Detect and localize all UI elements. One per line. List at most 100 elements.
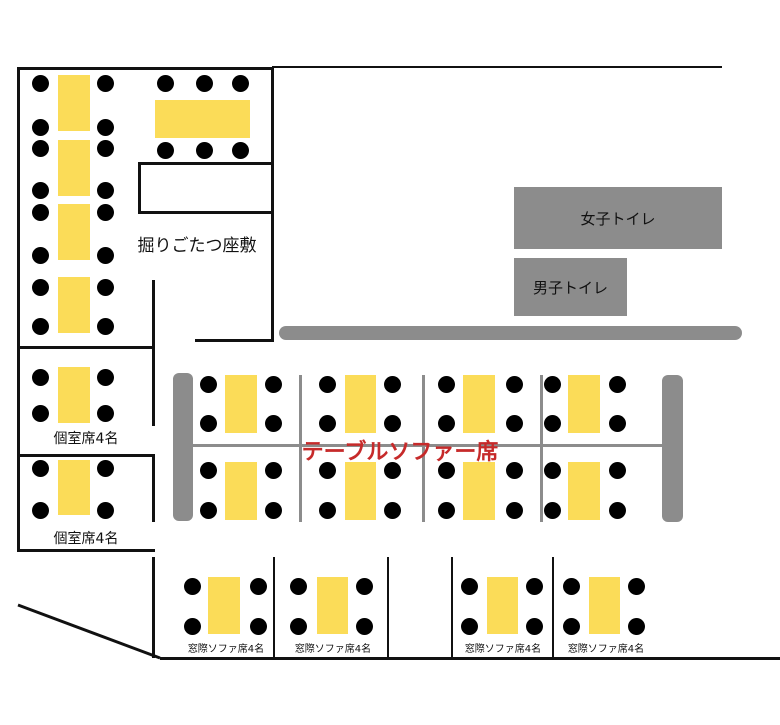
chair [319, 462, 336, 479]
table-sofa-label: テーブルソファー席 [301, 440, 499, 465]
table [58, 140, 90, 196]
chair [461, 618, 478, 635]
table [58, 204, 90, 260]
chair [200, 462, 217, 479]
chair [265, 415, 282, 432]
wall [152, 280, 155, 426]
window-sofa-label: 窓際ソファ席4名 [567, 644, 645, 655]
table [58, 367, 90, 423]
table [463, 375, 495, 433]
chair [438, 462, 455, 479]
chair [97, 369, 114, 386]
table [225, 375, 257, 433]
chair [32, 405, 49, 422]
chair [232, 75, 249, 92]
chair [290, 618, 307, 635]
chair [319, 415, 336, 432]
chair [200, 415, 217, 432]
mens-toilet-label: 男子トイレ [532, 278, 608, 297]
table [487, 577, 518, 634]
chair [544, 415, 561, 432]
chair [97, 119, 114, 136]
chair [506, 415, 523, 432]
chair [384, 376, 401, 393]
womens-toilet: 女子トイレ [514, 187, 722, 249]
chair [97, 75, 114, 92]
chair [184, 618, 201, 635]
chair [32, 75, 49, 92]
counter-bar [279, 326, 742, 340]
chair [628, 618, 645, 635]
chair [319, 502, 336, 519]
chair [250, 618, 267, 635]
chair [97, 247, 114, 264]
table [208, 577, 240, 634]
window-sofa-label: 窓際ソファ席4名 [464, 644, 542, 655]
wall [18, 67, 272, 70]
chair [290, 578, 307, 595]
chair [609, 415, 626, 432]
wall [152, 557, 155, 658]
chair [628, 578, 645, 595]
wall [451, 557, 453, 657]
womens-toilet-label: 女子トイレ [580, 209, 656, 228]
wall [273, 557, 275, 657]
table [225, 462, 257, 520]
chair [544, 376, 561, 393]
chair [200, 376, 217, 393]
chair [184, 578, 201, 595]
chair [97, 140, 114, 157]
chair [97, 182, 114, 199]
wall [18, 346, 155, 349]
wall [152, 454, 155, 522]
chair [97, 204, 114, 221]
wall [138, 211, 272, 214]
chair [97, 405, 114, 422]
window-sofa-label: 窓際ソファ席4名 [187, 644, 265, 655]
horigotatsu-label: 掘りごたつ座敷 [137, 236, 257, 256]
chair [97, 502, 114, 519]
chair [319, 376, 336, 393]
chair [506, 376, 523, 393]
mens-toilet: 男子トイレ [514, 258, 627, 316]
chair [609, 376, 626, 393]
window-sofa-label: 窓際ソファ席4名 [294, 644, 372, 655]
chair [32, 247, 49, 264]
chair [384, 415, 401, 432]
chair [461, 578, 478, 595]
partition [540, 375, 543, 522]
chair [526, 618, 543, 635]
chair [157, 75, 174, 92]
wall [195, 339, 274, 342]
table [345, 462, 376, 520]
chair [32, 318, 49, 335]
chair [250, 578, 267, 595]
wall [17, 67, 20, 552]
chair [563, 578, 580, 595]
chair [438, 415, 455, 432]
wall [387, 557, 389, 657]
chair [200, 502, 217, 519]
wall [138, 162, 141, 213]
wall [138, 162, 272, 165]
wall [18, 549, 155, 552]
table [463, 462, 495, 520]
chair [32, 460, 49, 477]
wall [552, 557, 554, 657]
chair [544, 502, 561, 519]
chair [196, 142, 213, 159]
chair [384, 502, 401, 519]
table [58, 75, 90, 131]
chair [356, 578, 373, 595]
chair [32, 140, 49, 157]
chair [506, 462, 523, 479]
sofa-bench-right [662, 375, 683, 522]
chair [32, 279, 49, 296]
chair [97, 279, 114, 296]
chair [32, 204, 49, 221]
chair [526, 578, 543, 595]
sofa-bench-left [173, 373, 193, 521]
table [345, 375, 376, 433]
chair [384, 462, 401, 479]
